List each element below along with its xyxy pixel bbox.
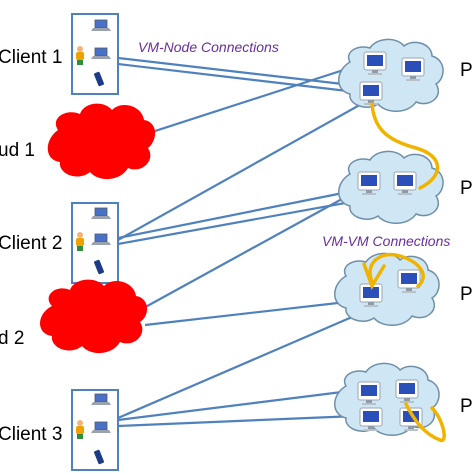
- connection-client3-pool4-b: [117, 410, 359, 428]
- connection-cloud2-pool2: [139, 187, 363, 311]
- pool-1-label: P: [460, 60, 473, 81]
- person-icon: [76, 232, 84, 251]
- pool-3-label: P: [460, 284, 473, 305]
- cloud-2-label: d 2: [0, 328, 24, 349]
- connection-client1-pool1-a: [117, 56, 363, 91]
- vm-node-connections-label: VM-Node Connections: [138, 39, 279, 55]
- vm-link-pool4-internal: [404, 402, 446, 443]
- vm-vm-connections-label: VM-VM Connections: [322, 233, 450, 249]
- pool-4-label: P: [460, 396, 473, 417]
- client-2-label: Client 2: [0, 233, 62, 254]
- pool-cloud-1: [338, 38, 444, 112]
- cloud-1-label: ud 1: [0, 140, 35, 161]
- pool-cloud-2: [338, 150, 444, 224]
- client-2-box: [71, 202, 119, 284]
- pool-cloud-3: [334, 252, 440, 326]
- person-icon: [76, 46, 84, 65]
- vm-link-pool3-loop: [362, 262, 386, 291]
- person-icon: [76, 420, 84, 439]
- cloud-1-shape: [47, 103, 156, 180]
- client-3-box: [71, 389, 119, 471]
- connection-client1-pool1-b: [117, 62, 357, 94]
- connection-cloud1-pool1: [151, 61, 365, 134]
- client-1-box: [71, 13, 119, 95]
- vm-link-pool3-internal: [368, 252, 425, 288]
- client-3-label: Client 3: [0, 424, 62, 445]
- vm-vm-connections: [362, 102, 446, 443]
- connection-client3-pool4-a: [117, 385, 361, 422]
- pool-2-label: P: [460, 178, 473, 199]
- cloud-2-shape: [40, 279, 148, 354]
- client-1-label: Client 1: [0, 47, 62, 68]
- vm-link-pool1-pool2: [370, 102, 440, 190]
- connection-client2-pool2-a: [117, 186, 361, 240]
- connection-cloud2-pool3: [144, 295, 367, 327]
- pool-cloud-4: [334, 362, 440, 436]
